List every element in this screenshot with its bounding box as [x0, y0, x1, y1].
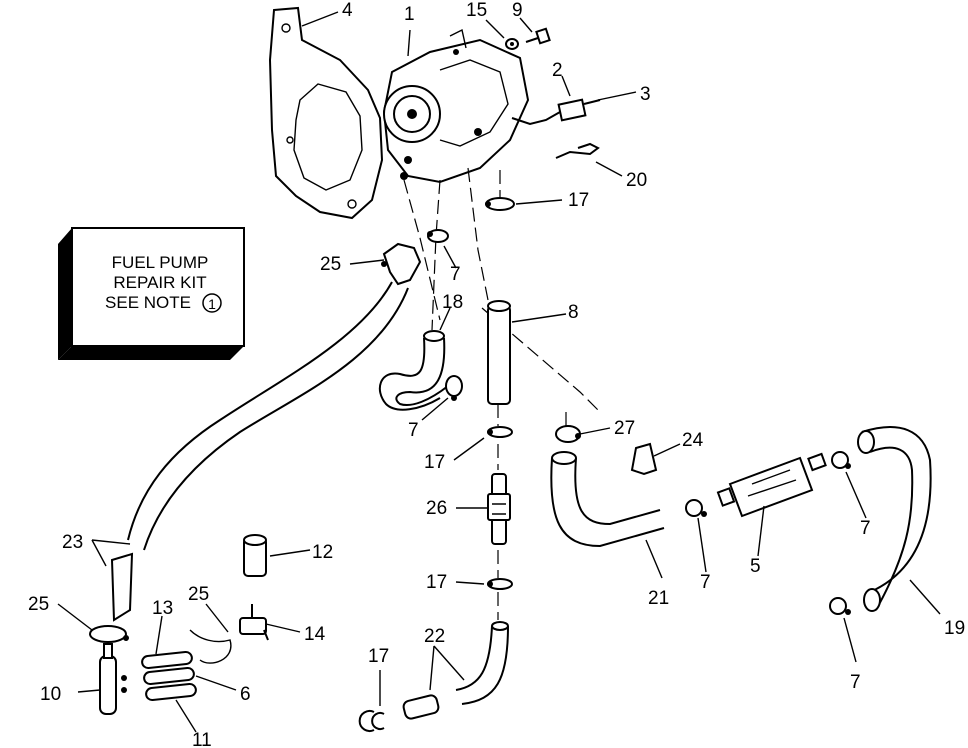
- hose-part-19: [857, 426, 932, 612]
- callout-26: 26: [426, 498, 447, 519]
- callout-13: 13: [152, 598, 173, 619]
- clip-part-24: [630, 442, 658, 476]
- callout-21: 21: [648, 588, 669, 609]
- callout-6: 6: [240, 684, 251, 705]
- kit-line-1: FUEL PUMP: [112, 253, 209, 272]
- callout-3: 3: [640, 84, 651, 105]
- fitting-part-2-3: [511, 98, 601, 126]
- callout-5: 5: [750, 556, 761, 577]
- callout-25-left: 25: [28, 594, 49, 615]
- callout-17-lower: 17: [426, 572, 447, 593]
- callout-17-bottom: 17: [368, 646, 389, 667]
- clamp-part-27: [555, 425, 581, 443]
- clamp-part-7-mid: [445, 375, 463, 401]
- long-hose-part-23: [127, 281, 409, 551]
- callout-14: 14: [304, 624, 326, 645]
- leader-lines: [57, 11, 941, 733]
- clamp-part-17-top: [485, 197, 515, 211]
- washer-part-15: [505, 38, 519, 50]
- callout-8: 8: [568, 302, 579, 323]
- fitting-part-14: [239, 604, 269, 641]
- callout-24: 24: [682, 430, 704, 451]
- screw-part-9: [525, 27, 551, 45]
- callout-7-filter-right: 7: [860, 518, 871, 539]
- callout-7-lower-right: 7: [850, 672, 861, 693]
- repair-kit-box: FUEL PUMP REPAIR KIT SEE NOTE 1: [58, 227, 245, 360]
- callout-7-filter-left: 7: [700, 572, 711, 593]
- callout-18: 18: [442, 292, 463, 313]
- clamp-part-25-left: [89, 625, 129, 643]
- callout-9: 9: [512, 0, 523, 21]
- callout-22: 22: [424, 626, 445, 647]
- callout-labels: 4 1 15 9 2 3 20 17 25 7 18 8 7 27 24 17 …: [28, 0, 965, 748]
- callout-25-upper: 25: [320, 254, 341, 275]
- mounting-bracket: [268, 6, 384, 220]
- clamp-part-17-lower: [487, 578, 513, 590]
- callout-11: 11: [192, 730, 212, 748]
- fuel-filter-part-5: [716, 452, 827, 518]
- hose-piece-part-23-end: [110, 552, 134, 622]
- callout-4: 4: [342, 0, 353, 21]
- clamp-part-7-upper: [427, 229, 449, 243]
- clamp-part-7-lower-right: [829, 597, 851, 615]
- hoses-part-6-11-13: [141, 651, 197, 701]
- callout-7-mid: 7: [408, 420, 419, 441]
- callout-15: 15: [466, 0, 487, 21]
- callout-12: 12: [312, 542, 333, 563]
- callout-27: 27: [614, 418, 635, 439]
- kit-note-number: 1: [208, 296, 216, 312]
- kit-line-2: REPAIR KIT: [113, 273, 206, 292]
- hose-part-12: [243, 534, 267, 577]
- primer-bulb-part-10: [99, 643, 127, 715]
- callout-10: 10: [40, 684, 61, 705]
- check-valve-part-26: [487, 473, 511, 545]
- callout-25-lower: 25: [188, 584, 209, 605]
- callout-17-top: 17: [568, 190, 589, 211]
- hose-part-22: [402, 621, 509, 720]
- callout-1: 1: [404, 4, 415, 25]
- hose-clip-part-25-lower: [189, 629, 232, 664]
- callout-17-middle: 17: [424, 452, 445, 473]
- clamp-part-17-middle: [487, 426, 513, 438]
- clamp-part-7-filter-left: [685, 499, 707, 517]
- alignment-lines: [403, 167, 599, 620]
- clip-part-20: [555, 142, 600, 159]
- callout-19: 19: [944, 618, 965, 639]
- callout-20: 20: [626, 170, 647, 191]
- elbow-hose-part-18: [378, 330, 449, 411]
- hose-part-8: [487, 300, 511, 405]
- hose-clip-part-25-upper: [381, 242, 422, 286]
- callout-23: 23: [62, 532, 83, 553]
- callout-2: 2: [552, 60, 563, 81]
- fuel-pump: [382, 28, 530, 184]
- clamp-part-7-filter-right: [831, 451, 851, 469]
- callout-7-upper: 7: [450, 264, 461, 285]
- kit-line-3: SEE NOTE: [105, 293, 191, 312]
- clamp-part-17-bottom: [358, 710, 385, 732]
- hose-part-21: [550, 451, 665, 548]
